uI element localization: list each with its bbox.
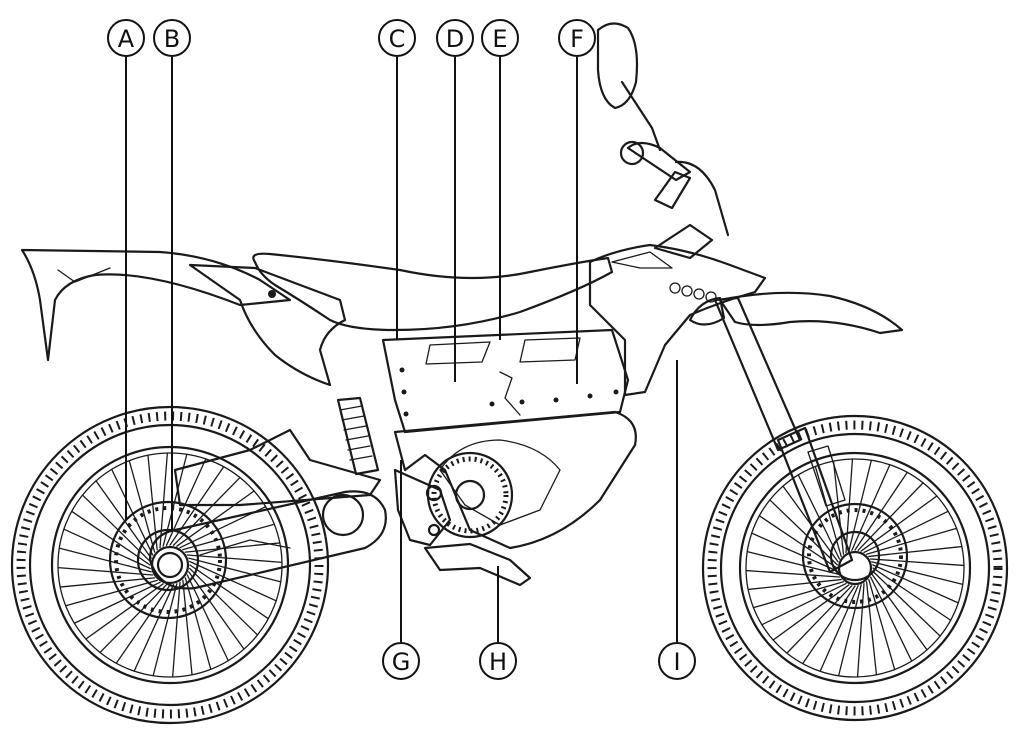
seat — [252, 252, 614, 332]
spoke — [182, 523, 275, 551]
footpeg — [393, 468, 532, 587]
spoke — [73, 581, 161, 624]
motorcycle-icon — [10, 22, 1009, 725]
callout-label-b: B — [164, 25, 180, 53]
spoke — [184, 577, 212, 670]
front-brake-disc — [801, 502, 909, 610]
rear-wheel — [10, 405, 330, 725]
battery-box — [381, 328, 630, 434]
front-cowl — [588, 243, 767, 397]
callout-i: I — [658, 642, 696, 680]
spoke — [856, 582, 865, 678]
callout-h: H — [479, 642, 517, 680]
spoke — [769, 499, 838, 566]
spoke — [133, 584, 175, 672]
callout-c: C — [378, 19, 416, 57]
callout-g: G — [382, 642, 420, 680]
spoke — [871, 573, 928, 651]
spoke — [189, 560, 277, 602]
spoke — [176, 490, 255, 547]
spoke — [772, 584, 850, 641]
spoke — [845, 458, 854, 554]
spoke — [786, 585, 853, 654]
callout-label-f: F — [570, 25, 584, 53]
spoke — [186, 554, 283, 564]
callout-e: E — [481, 19, 519, 57]
rear-shock — [336, 396, 380, 476]
callout-b: B — [153, 19, 191, 57]
front-fender — [718, 291, 904, 335]
callout-d: D — [436, 19, 474, 57]
spoke — [85, 583, 164, 640]
spoke — [871, 561, 964, 586]
spoke — [848, 459, 873, 552]
spoke — [851, 464, 891, 551]
spoke — [159, 452, 169, 549]
spoke — [171, 581, 181, 678]
callout-label-h: H — [489, 648, 507, 676]
callout-label-g: G — [392, 648, 411, 676]
spoke — [147, 454, 158, 551]
spoke — [751, 532, 838, 572]
spoke — [186, 574, 229, 662]
spoke — [872, 564, 959, 604]
spoke — [819, 585, 859, 672]
spoke — [188, 571, 245, 650]
spoke — [189, 564, 269, 620]
spoke — [868, 578, 896, 671]
rear-brake-disc — [108, 500, 228, 620]
callout-label-e: E — [492, 25, 507, 53]
spoke — [58, 547, 152, 573]
spoke — [57, 566, 154, 576]
spoke — [152, 583, 178, 677]
frame — [393, 410, 637, 550]
spoke — [865, 581, 878, 676]
handlebar — [596, 22, 730, 260]
spoke — [115, 584, 171, 664]
spoke — [869, 576, 913, 662]
callout-f: F — [558, 19, 596, 57]
callout-a: A — [107, 19, 145, 57]
spoke — [752, 581, 845, 609]
spoke — [865, 527, 958, 555]
spoke — [188, 557, 282, 583]
spoke — [71, 510, 151, 566]
front-wheel — [701, 414, 1009, 722]
spoke — [99, 584, 168, 654]
callout-label-d: D — [446, 25, 464, 53]
spoke — [63, 528, 151, 570]
spoke — [65, 579, 158, 607]
spoke — [746, 550, 839, 575]
spoke — [747, 578, 842, 591]
spoke — [837, 584, 862, 677]
rear-fender — [20, 248, 292, 362]
spoke — [863, 510, 949, 554]
swingarm — [148, 490, 387, 590]
spoke — [745, 569, 841, 578]
spoke — [857, 482, 924, 551]
spoke — [868, 545, 963, 558]
spoke — [128, 460, 156, 553]
callout-label-c: C — [389, 25, 406, 53]
callout-label-a: A — [118, 25, 135, 53]
spoke — [761, 582, 847, 626]
spoke — [184, 542, 281, 553]
side-panel — [188, 263, 347, 387]
spoke — [189, 567, 259, 636]
spoke — [869, 558, 965, 567]
spoke — [872, 567, 952, 621]
spoke — [59, 577, 156, 588]
spoke — [872, 570, 941, 637]
spoke — [802, 585, 856, 665]
callout-label-i: I — [673, 648, 680, 676]
callout-lines — [125, 57, 678, 642]
spoke — [182, 579, 193, 676]
